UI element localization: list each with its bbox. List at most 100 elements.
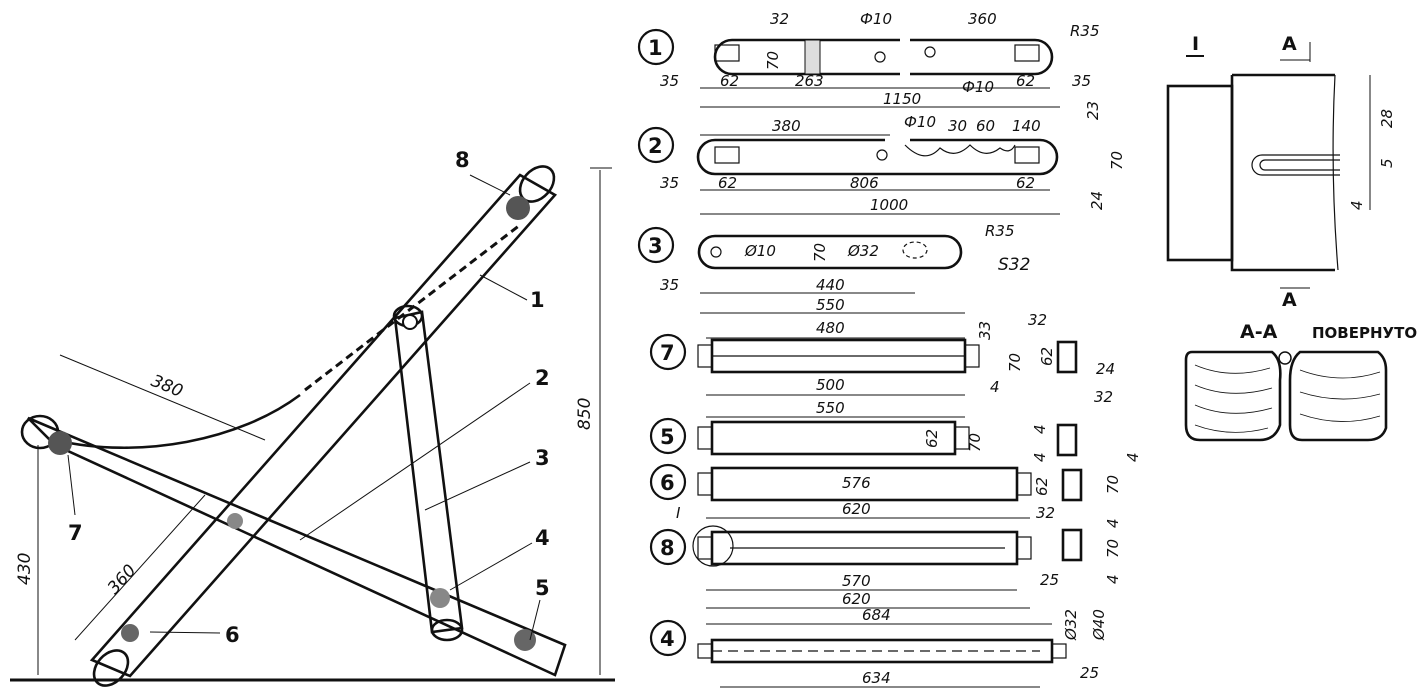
section-note: ПОВЕРНУТО — [1312, 324, 1417, 342]
dim-p2-5: 23 — [1084, 101, 1102, 120]
dim-p1-11: 1150 — [883, 90, 921, 108]
part-7-drawing: 7 480 33 70 500 4 32 62 24 32 — [649, 311, 1115, 406]
detail-mark: I — [1192, 33, 1199, 55]
part-5-number: 5 — [660, 425, 675, 449]
dim-p2-8: 806 — [850, 174, 879, 192]
part-8-detail-mark: I — [676, 504, 681, 522]
dim-p3-7: 550 — [816, 296, 845, 314]
part-2-number: 2 — [648, 134, 663, 158]
dim-p7-6: 62 — [1038, 347, 1056, 366]
assembly-bar-2 — [27, 416, 567, 677]
dim-p8-5: 4 — [1104, 574, 1122, 584]
dim-p1-0: 32 — [770, 10, 789, 28]
dim-p4-3: 634 — [862, 669, 891, 687]
callout-8: 8 — [455, 148, 470, 172]
dim-p5-3: 4 — [1031, 424, 1049, 434]
dim-p2-11: 1000 — [870, 196, 908, 214]
dim-p6-0: 576 — [842, 474, 871, 492]
dim-p3-0: R35 — [985, 222, 1015, 240]
leg-length-label: 360 — [104, 561, 141, 599]
dim-p5-0: 550 — [816, 399, 845, 417]
part-4-number: 4 — [660, 627, 675, 651]
dim-p4-0: 684 — [862, 606, 891, 624]
dim-p3-3: Ø32 — [847, 242, 879, 260]
dim-p8-4: 70 — [1104, 539, 1122, 558]
dim-p3-5: 35 — [660, 276, 679, 294]
callout-2: 2 — [535, 366, 550, 390]
dim-p8-1: 25 — [1040, 571, 1059, 589]
detail-view: I А А 28 5 4 А-А ПОВЕРНУТО — [1166, 33, 1417, 442]
assembly-bar-1 — [89, 173, 558, 678]
dim-p2-2: 30 — [948, 117, 967, 135]
assembly-bar-3 — [393, 310, 464, 634]
dim-p1-2: 360 — [968, 10, 997, 28]
dim-p3-2: 70 — [811, 243, 829, 262]
callout-1: 1 — [530, 288, 545, 312]
dim-p5-4: 4 — [1031, 452, 1049, 462]
part-8-drawing: 8 I 570 25 620 4 70 4 — [649, 504, 1122, 609]
dim-p6-4: 70 — [1104, 475, 1122, 494]
callout-7: 7 — [68, 521, 83, 545]
dim-p6-3: 4 — [1124, 452, 1142, 462]
detail-dim-2: 4 — [1348, 200, 1366, 210]
dim-p1-10: 35 — [1072, 72, 1091, 90]
callout-3: 3 — [535, 446, 550, 470]
dim-p6-2: 62 — [1033, 477, 1051, 496]
dim-p7-1: 33 — [976, 321, 994, 340]
dim-p2-4: 140 — [1012, 117, 1041, 135]
dim-p1-5: 263 — [795, 72, 824, 90]
seat-height-label: 430 — [15, 553, 35, 585]
dim-p5-2: 70 — [966, 433, 984, 452]
part-1-number: 1 — [648, 36, 663, 60]
dim-p8-0: 570 — [842, 572, 871, 590]
dim-p2-0: 380 — [772, 117, 801, 135]
dim-p1-7: 35 — [660, 72, 679, 90]
dim-p7-5: 32 — [1028, 311, 1047, 329]
dim-p1-6: Ф10 — [962, 78, 994, 96]
part-1-drawing: 1 32 Ф10 360 R35 70 263 Ф10 35 62 62 35 … — [637, 10, 1100, 108]
callout-6: 6 — [225, 623, 240, 647]
dim-p4-2: Ø40 — [1090, 609, 1108, 641]
dim-p1-8: 62 — [720, 72, 739, 90]
dim-p3-1: Ø10 — [744, 242, 776, 260]
section-mark-top: А — [1282, 33, 1297, 55]
dim-p2-3: 60 — [976, 117, 995, 135]
dim-p1-9: 62 — [1016, 72, 1035, 90]
section-title: А-А — [1240, 321, 1278, 343]
dim-p6-5: 32 — [1036, 504, 1055, 522]
dim-p4-4: 25 — [1080, 664, 1099, 682]
part-2-drawing: 2 380 Ф10 30 60 140 23 70 62 806 62 24 1… — [637, 101, 1126, 215]
dim-p2-6: 70 — [1108, 151, 1126, 170]
part-6-number: 6 — [660, 471, 675, 495]
dim-p2-12: 35 — [660, 174, 679, 192]
part-3-drawing: 3 R35 Ø10 70 Ø32 S32 35 440 550 — [637, 222, 1030, 314]
dim-p6-1: 620 — [842, 500, 871, 518]
assembly-view: 850 430 380 360 8 1 2 3 7 4 5 6 — [10, 148, 615, 687]
dim-p7-7: 24 — [1096, 360, 1115, 378]
dim-p3-4: S32 — [998, 255, 1030, 275]
callout-5: 5 — [535, 576, 550, 600]
dim-p5-1: 62 — [923, 429, 941, 448]
section-mark-bottom: А — [1282, 289, 1297, 311]
detail-dim-1: 5 — [1378, 158, 1396, 168]
height-total-label: 850 — [575, 398, 595, 430]
part-8-number: 8 — [660, 536, 675, 560]
part-6-drawing: 6 576 620 62 4 70 32 — [649, 452, 1142, 522]
dim-p8-2: 620 — [842, 590, 871, 608]
dim-p8-3: 4 — [1104, 518, 1122, 528]
part-4-drawing: 4 684 Ø32 Ø40 634 25 — [649, 606, 1108, 688]
part-7-number: 7 — [660, 341, 675, 365]
dim-p3-6: 440 — [816, 276, 845, 294]
dim-p7-0: 480 — [816, 319, 845, 337]
dim-p7-8: 32 — [1094, 388, 1113, 406]
dim-p1-3: R35 — [1070, 22, 1100, 40]
dim-p2-9: 62 — [1016, 174, 1035, 192]
part-5-drawing: 5 550 62 70 4 4 — [649, 399, 1078, 462]
dim-p4-1: Ø32 — [1062, 609, 1080, 641]
callout-4: 4 — [535, 526, 550, 550]
dim-p2-10: 24 — [1088, 191, 1106, 210]
dim-p1-1: Ф10 — [860, 10, 892, 28]
seat-width-label: 380 — [148, 371, 186, 402]
